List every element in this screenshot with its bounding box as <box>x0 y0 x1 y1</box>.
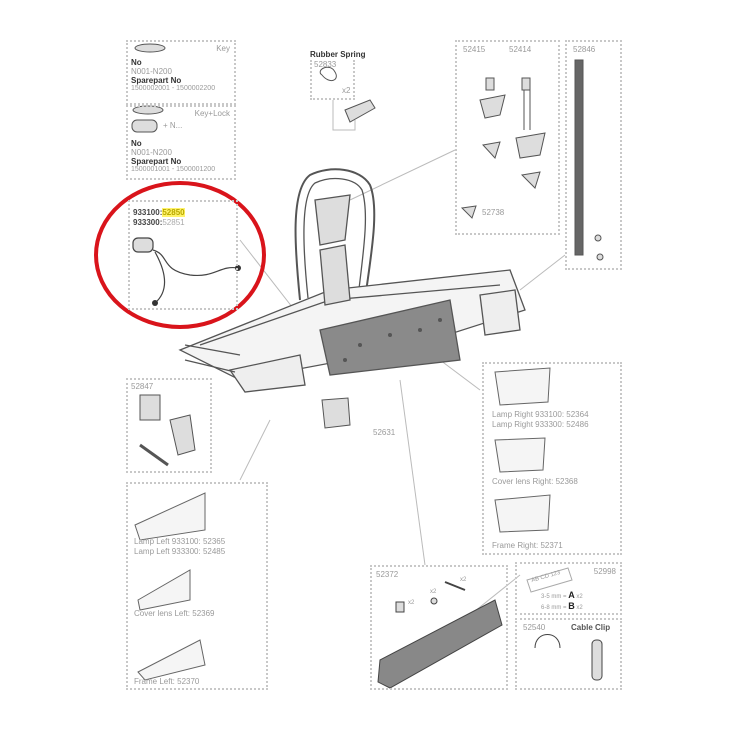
strap-no: 52540 <box>523 623 546 632</box>
wire-harness-box: 933100:52850 933300:52851 <box>128 200 238 310</box>
plate-holder-no: 52998 <box>593 567 616 576</box>
letter-b: B <box>568 601 575 611</box>
harness-model-933300: 933300: <box>133 218 163 227</box>
plate-text: AB CD 123 <box>530 569 562 585</box>
harness-part-52850: 52850 <box>162 208 185 217</box>
clamp-right-no: 52414 <box>509 45 532 54</box>
arm-no: 52846 <box>573 45 596 54</box>
qty-b: x2 <box>576 605 583 611</box>
keylock-no-value: N001-N200 <box>131 148 172 157</box>
plate-qty-bolt: x2 <box>408 600 415 606</box>
plate-box: 52372 x2 x2 x2 <box>370 565 508 690</box>
key-sparepart-value: 1500002001 - 1500002200 <box>131 85 216 92</box>
right-lamp1: Lamp Right 933100: 52364 <box>492 410 589 419</box>
part-52847-box: 52847 <box>126 378 212 473</box>
key-sparepart-label: Sparepart No <box>131 76 182 85</box>
qty-a: x2 <box>576 594 583 600</box>
part-52631-no: 52631 <box>373 428 396 437</box>
cap-no: 52738 <box>482 208 505 217</box>
key-no-value: N001-N200 <box>131 67 172 76</box>
keylock-title: Key+Lock <box>194 109 230 118</box>
left-lamp2: Lamp Left 933300: 52485 <box>134 547 226 556</box>
rubber-spring-no: 52833 <box>314 60 337 69</box>
rubber-spring-box: 52833 x2 <box>310 60 355 100</box>
letter-a: A <box>568 590 575 600</box>
highlight-circle <box>94 181 266 329</box>
harness-line1: 933100:52850 <box>133 208 185 217</box>
rubber-spring-qty: x2 <box>342 86 351 95</box>
size-a-row: 3-5 mm = A x2 <box>541 590 583 601</box>
harness-line2: 933300:52851 <box>133 218 185 227</box>
plate-qty-washer: x2 <box>430 589 437 595</box>
size-a: 3-5 mm = <box>541 594 567 600</box>
keylock-no-label: No <box>131 139 142 148</box>
key-box: Key No N001-N200 Sparepart No 1500002001… <box>126 40 236 105</box>
clamp-left-no: 52415 <box>463 45 486 54</box>
wire-harness-drawing <box>132 237 239 304</box>
clamp-box: 52415 52414 52738 <box>455 40 560 235</box>
harness-part-52851: 52851 <box>162 218 185 227</box>
size-b: 6-8 mm = <box>541 605 567 611</box>
right-frame: Frame Right: 52371 <box>492 541 563 550</box>
right-cover: Cover lens Right: 52368 <box>492 477 578 486</box>
keylock-sparepart-value: 1500001001 - 1500001200 <box>131 166 216 173</box>
bike-rack-drawing <box>178 168 526 393</box>
right-lamp2: Lamp Right 933300: 52486 <box>492 420 589 429</box>
key-lock-box: Key+Lock + N... No N001-N200 Sparepart N… <box>126 105 236 180</box>
part-52847-no: 52847 <box>131 382 154 391</box>
right-lamp-box: Lamp Right 933100: 52364 Lamp Right 9333… <box>482 362 622 555</box>
arm-box: 52846 <box>565 40 622 270</box>
harness-model-933100: 933100: <box>133 208 163 217</box>
rack-platform-texture <box>343 318 442 362</box>
left-lamp-box: Lamp Left 933100: 52365 Lamp Left 933300… <box>126 482 268 690</box>
plate-holder-box: 52998 AB CD 123 3-5 mm = A x2 6-8 mm = B… <box>515 562 622 615</box>
rubber-spring-title: Rubber Spring <box>310 50 366 59</box>
key-title: Key <box>216 44 230 53</box>
keylock-sparepart-label: Sparepart No <box>131 157 182 166</box>
strap-clip-box: 52540 Cable Clip <box>515 618 622 690</box>
cable-clip-title: Cable Clip <box>571 623 611 632</box>
plate-qty-screw: x2 <box>460 577 467 583</box>
size-b-row: 6-8 mm = B x2 <box>541 601 583 612</box>
left-cover: Cover lens Left: 52369 <box>134 609 215 618</box>
keylock-plus: + N... <box>163 121 183 130</box>
plate-no: 52372 <box>376 570 399 579</box>
key-no-label: No <box>131 58 142 67</box>
left-frame: Frame Left: 52370 <box>134 677 200 686</box>
left-lamp1: Lamp Left 933100: 52365 <box>134 537 226 546</box>
